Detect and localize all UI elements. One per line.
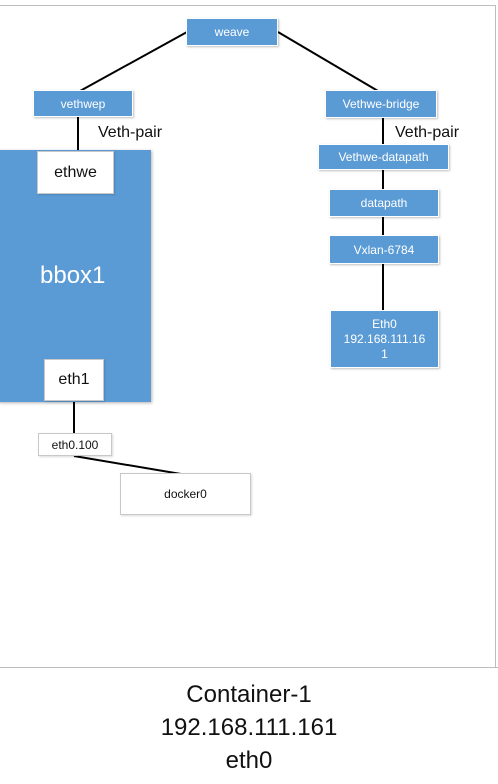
eth0-node[interactable]: Eth0 192.168.111.16 1 <box>330 310 439 368</box>
eth1-node[interactable]: eth1 <box>44 359 104 401</box>
docker0-node[interactable]: docker0 <box>120 473 251 515</box>
vxlan-node[interactable]: Vxlan-6784 <box>329 235 439 264</box>
ethwe-node[interactable]: ethwe <box>37 151 114 194</box>
line-eth0100-docker0 <box>73 455 182 475</box>
diagram-frame <box>0 5 496 667</box>
footer-caption: Container-1 192.168.111.161 eth0 <box>0 667 498 784</box>
datapath-node[interactable]: datapath <box>329 189 439 217</box>
vethwep-node[interactable]: vethwep <box>33 90 133 117</box>
eth0-100-node[interactable]: eth0.100 <box>38 433 112 456</box>
eth0-name: Eth0 <box>372 316 397 331</box>
vethwe-bridge-node[interactable]: Vethwe-bridge <box>325 90 437 118</box>
line-weave-vethwep <box>79 31 188 92</box>
eth0-ip-end: 1 <box>381 346 388 361</box>
footer-interface: eth0 <box>225 747 273 774</box>
bbox1-title: bbox1 <box>40 262 106 289</box>
weave-node[interactable]: weave <box>186 18 278 46</box>
vethwe-datapath-node[interactable]: Vethwe-datapath <box>318 144 449 170</box>
footer-container-name: Container-1 <box>186 681 312 708</box>
footer-ip: 192.168.111.161 <box>160 714 338 741</box>
veth-pair-right-label: Veth-pair <box>391 124 464 142</box>
line-weave-vethwe-bridge <box>277 31 379 92</box>
eth0-ip: 192.168.111.16 <box>343 331 426 346</box>
veth-pair-left-label: Veth-pair <box>94 124 167 142</box>
